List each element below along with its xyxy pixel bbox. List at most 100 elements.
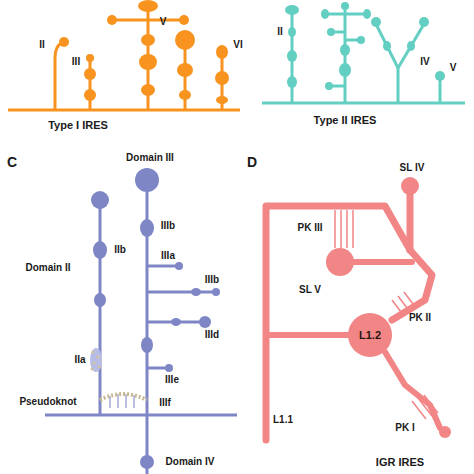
loop xyxy=(285,5,299,15)
loop xyxy=(86,54,94,62)
hatch-line xyxy=(340,210,342,248)
loop xyxy=(175,30,195,50)
speckles xyxy=(91,351,101,371)
stem xyxy=(397,68,400,103)
rna-band xyxy=(266,206,410,440)
rna-baseline xyxy=(45,414,237,417)
type-ii-ires xyxy=(262,2,465,103)
bulge xyxy=(94,293,106,307)
loop xyxy=(363,9,371,19)
domain-label: C xyxy=(7,155,17,169)
hatch-line xyxy=(352,210,354,248)
circle-shape xyxy=(348,313,392,357)
bulge xyxy=(177,63,193,77)
pseudoknot-hatch xyxy=(335,210,438,419)
rna-band xyxy=(270,332,348,338)
domain-label: PK I xyxy=(395,423,414,433)
bulge xyxy=(141,34,155,46)
domain-label: IIa xyxy=(74,355,85,365)
domain-label: Type I IRES xyxy=(48,120,108,131)
rna-band xyxy=(392,250,432,320)
domain-label: IIb xyxy=(114,245,126,255)
igr-ires xyxy=(266,192,440,440)
hatch-line xyxy=(404,292,416,308)
loop xyxy=(216,45,228,59)
hatch-line xyxy=(117,394,118,408)
loop xyxy=(91,191,109,209)
hatch-line xyxy=(418,398,432,416)
loop xyxy=(179,15,189,25)
hatch-line xyxy=(346,210,348,248)
loop xyxy=(199,316,211,328)
domain-label: IIIf xyxy=(159,398,171,408)
speckle xyxy=(91,368,94,371)
loop xyxy=(435,71,445,81)
bulge xyxy=(84,68,96,80)
loop xyxy=(371,17,381,27)
domain-label: II xyxy=(277,27,283,37)
bulge xyxy=(179,90,191,100)
loop xyxy=(140,455,154,469)
domain-label: IIIb xyxy=(205,275,219,285)
type-i-ires xyxy=(8,0,240,110)
domain-label: Pseudoknot xyxy=(19,397,76,407)
loop xyxy=(59,37,69,47)
loop xyxy=(135,168,159,192)
domain-label: Domain II xyxy=(25,263,70,273)
stem xyxy=(325,13,367,16)
rna-band xyxy=(385,352,440,428)
speckle xyxy=(98,366,101,369)
hatch-line xyxy=(109,396,110,408)
bulge xyxy=(287,50,297,62)
stem xyxy=(55,43,62,110)
loop xyxy=(325,82,333,90)
hatch-line xyxy=(392,300,404,316)
domain-label: V xyxy=(450,63,457,73)
bulge xyxy=(93,241,107,259)
domain-label: V xyxy=(160,17,167,27)
loop xyxy=(138,0,158,12)
bulge xyxy=(215,71,229,85)
bulge xyxy=(171,318,181,326)
pseudoknot-hatch xyxy=(110,394,134,408)
node-text: L1.2 xyxy=(359,329,381,341)
bulge xyxy=(340,44,350,56)
stem xyxy=(184,45,187,110)
bulge xyxy=(84,89,96,101)
igr-loops xyxy=(326,177,451,438)
bulge xyxy=(216,96,228,104)
speckle xyxy=(92,351,95,354)
bulge xyxy=(288,27,296,37)
speckle xyxy=(97,356,100,359)
stem xyxy=(99,200,102,415)
stem xyxy=(376,24,398,68)
bulge xyxy=(407,41,415,51)
loop xyxy=(439,426,451,438)
loop xyxy=(321,9,329,19)
stem xyxy=(147,367,168,370)
loop xyxy=(326,248,354,276)
stem xyxy=(398,24,424,68)
bulge xyxy=(141,337,153,353)
hcv-ires xyxy=(45,168,237,474)
bulge xyxy=(287,76,297,88)
domain-label: IIIb xyxy=(161,221,175,231)
domain-label: IIIe xyxy=(165,375,179,385)
domain-label: Type II IRES xyxy=(314,115,377,126)
stem xyxy=(439,80,442,103)
rna-band xyxy=(407,192,414,250)
domain-label: IV xyxy=(420,57,429,67)
hatch-line xyxy=(133,395,134,408)
domain-label: II xyxy=(39,40,45,50)
loop xyxy=(401,177,419,195)
speckle xyxy=(93,362,96,365)
stem xyxy=(147,291,215,294)
domain-label: SL IV xyxy=(400,163,425,173)
bulge xyxy=(140,219,154,237)
bulge xyxy=(139,54,157,70)
domain-label: IGR IRES xyxy=(376,457,424,468)
bulge xyxy=(191,288,201,296)
domain-label: IIIa xyxy=(161,251,175,261)
